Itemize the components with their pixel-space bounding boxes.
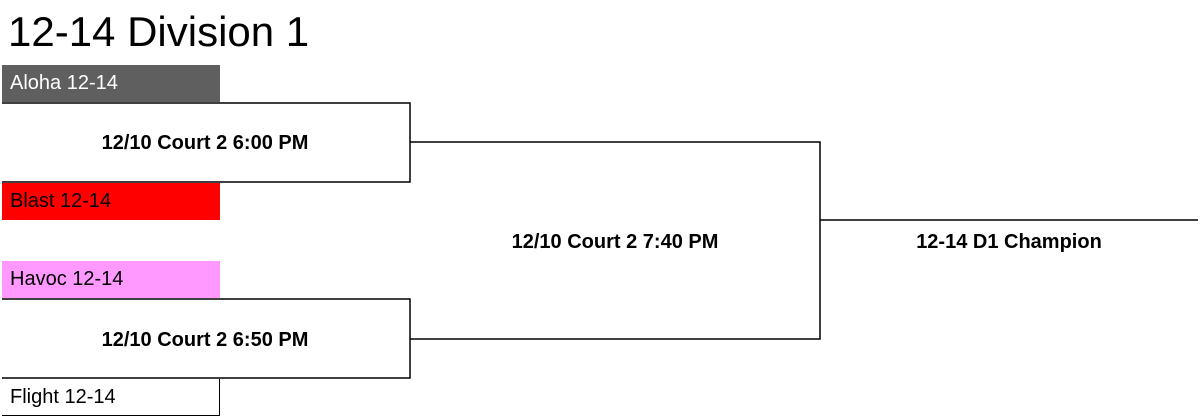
team-name: Flight 12-14 <box>10 386 116 408</box>
team-name: Aloha 12-14 <box>10 72 118 94</box>
team-name: Havoc 12-14 <box>10 268 124 290</box>
team-slot-blast: Blast 12-14 <box>2 183 220 220</box>
team-slot-havoc: Havoc 12-14 <box>2 261 220 298</box>
game-2-label: 12/10 Court 2 6:50 PM <box>101 329 309 351</box>
champion-label: 12-14 D1 Champion <box>916 231 1102 253</box>
team-slot-flight: Flight 12-14 <box>2 379 220 416</box>
team-name: Blast 12-14 <box>10 190 112 212</box>
team-slot-aloha: Aloha 12-14 <box>2 65 220 102</box>
game-1-label: 12/10 Court 2 6:00 PM <box>101 132 309 154</box>
final-game-label: 12/10 Court 2 7:40 PM <box>511 231 719 253</box>
bracket-connector-final <box>410 141 821 340</box>
bracket-title: 12-14 Division 1 <box>8 8 310 55</box>
